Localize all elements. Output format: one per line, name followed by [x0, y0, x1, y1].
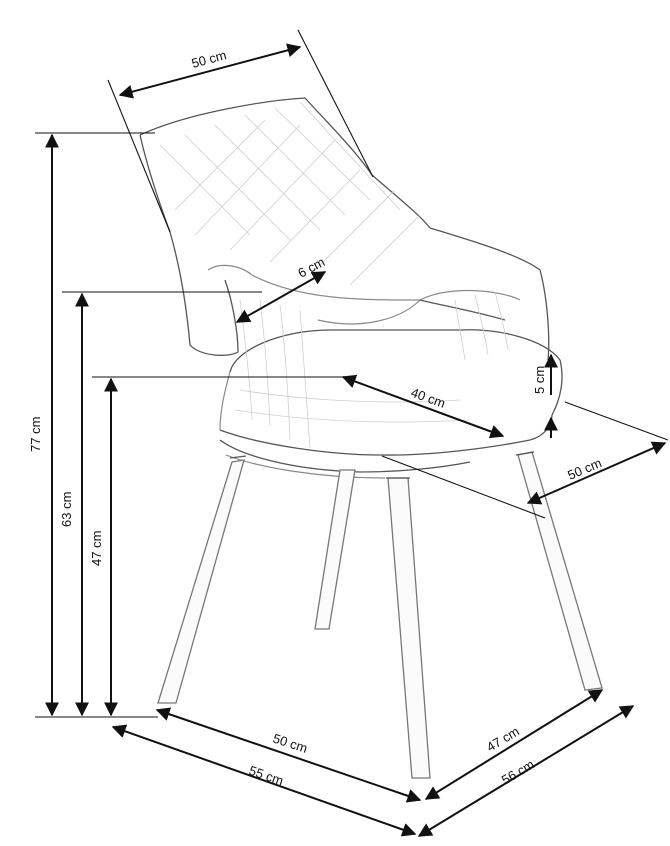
- top-width-extension-left: [107, 79, 171, 233]
- side-depth-extension-back: [564, 401, 669, 441]
- side-total-depth-dimension-line: [417, 705, 635, 837]
- total-height-label: 77 cm: [28, 417, 43, 452]
- seat-depth-label: 40 cm: [409, 385, 447, 411]
- front-leg-width-dimension-line: [155, 707, 422, 803]
- side-total-depth-label: 56 cm: [499, 756, 537, 787]
- front-total-width-label: 55 cm: [247, 763, 285, 789]
- seat-depth-dimension-line: [341, 374, 505, 439]
- seat-thickness-label: 5 cm: [532, 366, 547, 394]
- armrest-height-label: 63 cm: [59, 492, 74, 527]
- armrest-thickness-dimension-line: [235, 271, 327, 323]
- armrest-thickness-label: 6 cm: [295, 254, 327, 280]
- chair-illustration: [139, 97, 603, 779]
- top-width-extension-right: [297, 29, 374, 178]
- front-total-width-dimension-line: [111, 724, 417, 837]
- side-depth-dimension-line: [526, 441, 667, 505]
- side-leg-depth-label: 47 cm: [484, 723, 522, 754]
- seat-height-label: 47 cm: [89, 531, 104, 566]
- side-depth-extension-front: [381, 455, 546, 519]
- dimension-annotations: 50 cm 6 cm 40 cm 5 cm 50 cm 77 cm 63 cm …: [28, 29, 669, 837]
- top-width-dimension-line: [118, 43, 302, 99]
